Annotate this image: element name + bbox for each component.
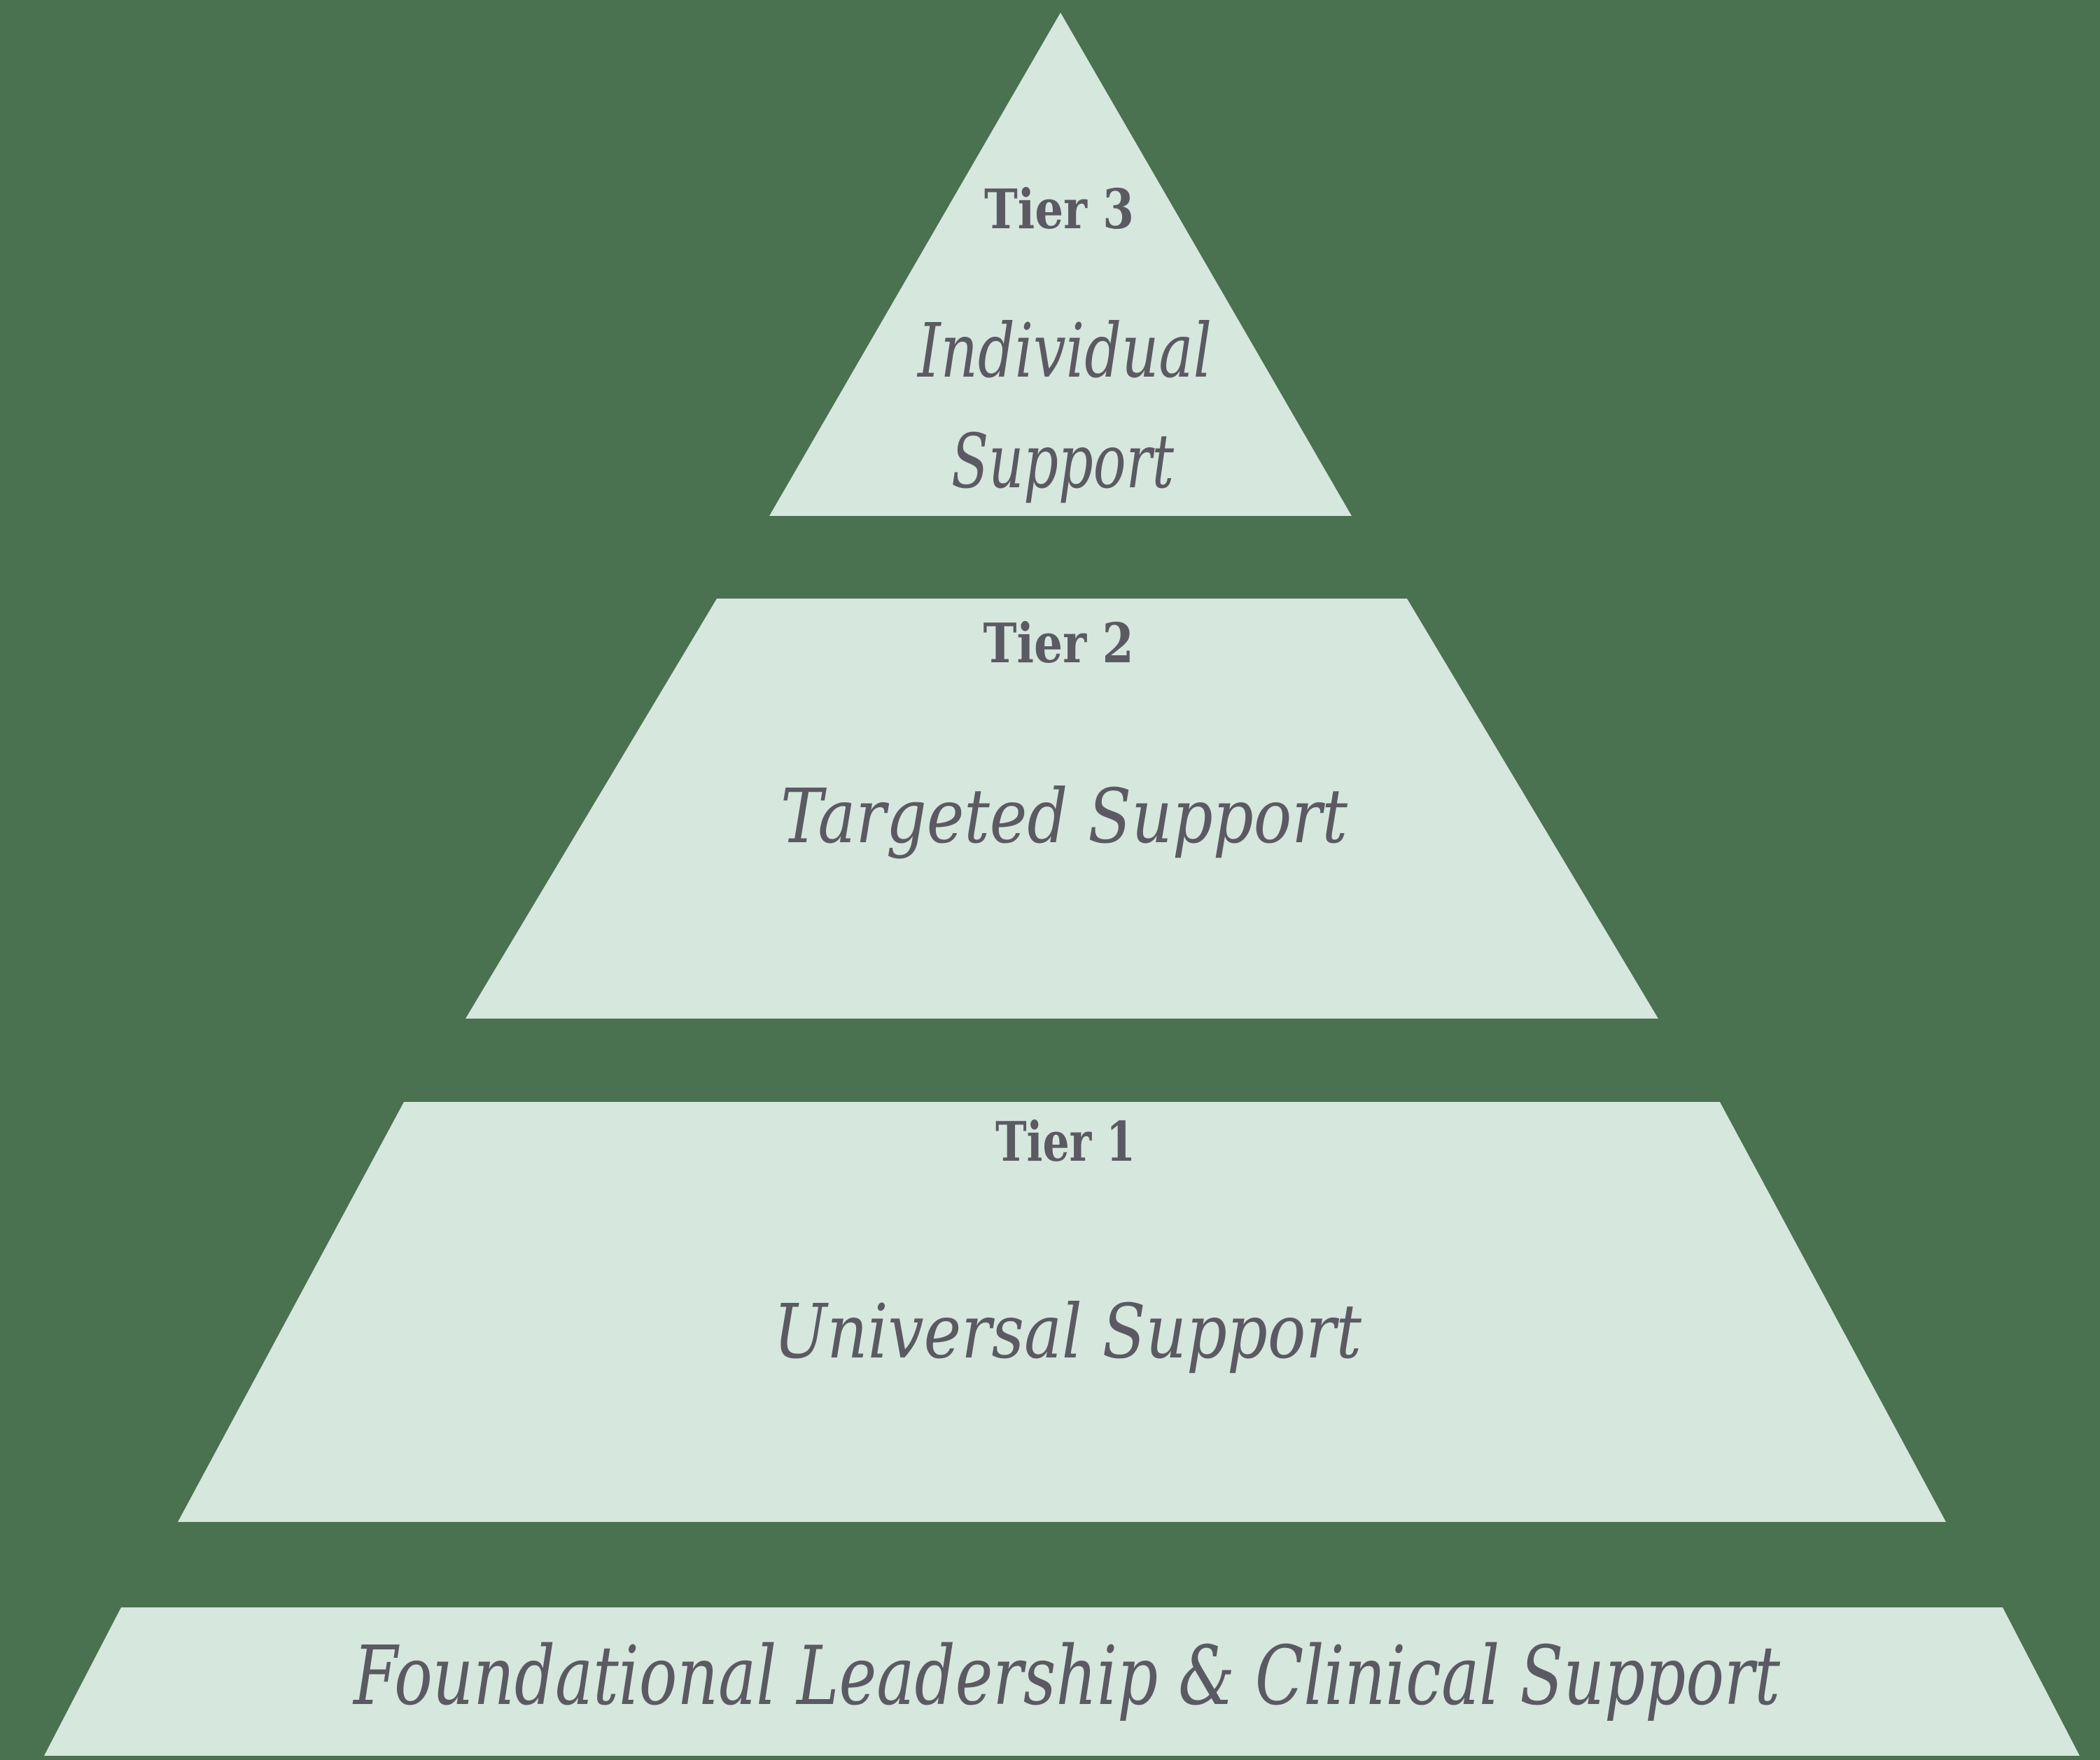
foundation-band-shape — [44, 1607, 2080, 1756]
tier-3-shape — [769, 13, 1352, 516]
tier-3-name: Tier 3 — [984, 178, 1134, 242]
tier-3-label-line-2: Support — [951, 419, 1175, 505]
tier-1-label: Universal Support — [774, 1289, 1362, 1376]
tier-3-label-line-1: Individual — [916, 308, 1212, 395]
tier-1-segment: Tier 1 Universal Support — [178, 1102, 1946, 1522]
tier-1-name: Tier 1 — [995, 1110, 1135, 1174]
tier-2-label: Targeted Support — [780, 774, 1348, 860]
foundation-band-label: Foundational Leadership & Clinical Suppo… — [352, 1629, 1780, 1724]
tier-2-name: Tier 2 — [983, 612, 1134, 676]
tier-2-shape — [465, 599, 1658, 1019]
foundation-band-segment: Foundational Leadership & Clinical Suppo… — [44, 1607, 2080, 1756]
tier-3-segment: Tier 3 Individual Support — [769, 13, 1352, 516]
tier-1-shape — [178, 1102, 1946, 1522]
tier-2-segment: Tier 2 Targeted Support — [465, 599, 1658, 1019]
